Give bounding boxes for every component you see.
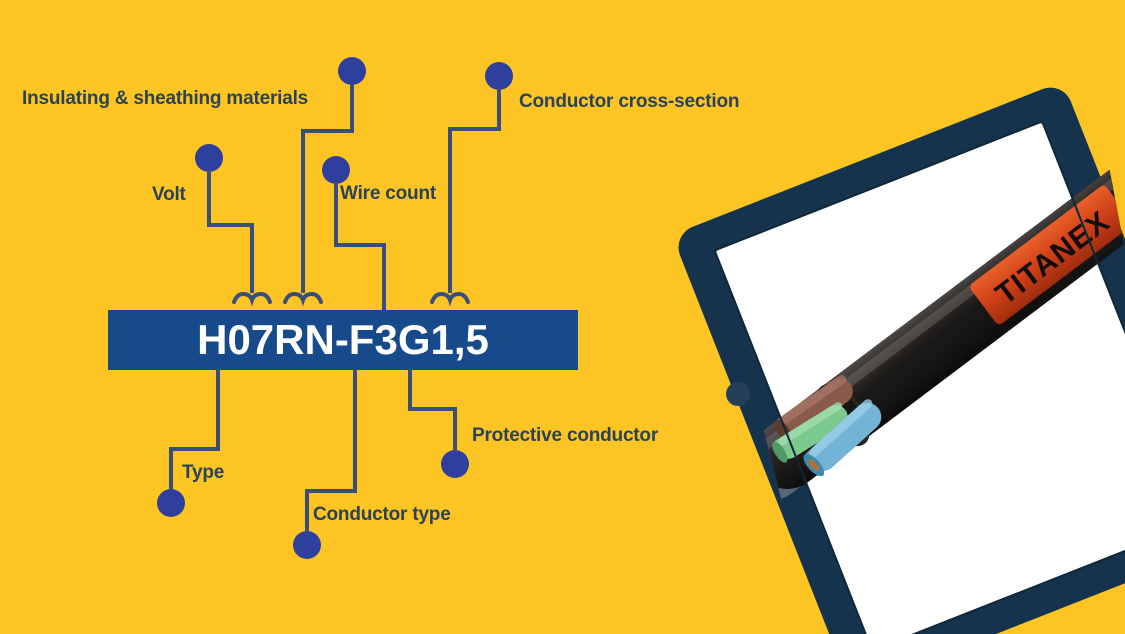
brace-group bbox=[232, 291, 470, 307]
label-type: Type bbox=[182, 462, 225, 483]
connector-volt bbox=[207, 172, 254, 293]
label-wire-count: Wire count bbox=[340, 183, 436, 204]
tablet-home-button[interactable] bbox=[726, 382, 750, 406]
tablet-body bbox=[678, 87, 1125, 634]
cable-conductors bbox=[772, 375, 882, 477]
cable-brand-label: TITANEX bbox=[970, 161, 1125, 325]
tablet-screen bbox=[715, 122, 1125, 634]
dot-volt[interactable] bbox=[195, 144, 223, 172]
cable-cut-end bbox=[816, 383, 870, 447]
cable-brand-text: TITANEX bbox=[990, 205, 1116, 311]
connector-cross-section bbox=[448, 90, 501, 293]
dot-conductor-type[interactable] bbox=[293, 531, 321, 559]
label-conductor-type: Conductor type bbox=[313, 504, 451, 525]
callout-dots bbox=[157, 57, 513, 559]
label-conductor-cross-section: Conductor cross-section bbox=[519, 91, 740, 112]
cable-code-text: H07RN-F3G1,5 bbox=[197, 316, 489, 363]
cable-code-box[interactable]: H07RN-F3G1,5 bbox=[108, 310, 578, 370]
brace-insulating bbox=[283, 291, 323, 307]
label-volt: Volt bbox=[152, 184, 186, 205]
brace-cross-section bbox=[430, 291, 470, 307]
dot-wire-count[interactable] bbox=[322, 156, 350, 184]
brace-volt bbox=[232, 291, 272, 307]
dot-type[interactable] bbox=[157, 489, 185, 517]
tablet-bezel bbox=[714, 121, 1125, 634]
cable-photo: TITANEX bbox=[741, 161, 1125, 501]
dot-insulating[interactable] bbox=[338, 57, 366, 85]
label-insulating-sheathing-materials: Insulating & sheathing materials bbox=[22, 88, 309, 109]
dot-cross-section[interactable] bbox=[485, 62, 513, 90]
connector-protective bbox=[408, 370, 457, 450]
cable-jacket: TITANEX bbox=[753, 161, 1125, 489]
dot-protective[interactable] bbox=[441, 450, 469, 478]
label-protective-conductor: Protective conductor bbox=[472, 425, 659, 446]
